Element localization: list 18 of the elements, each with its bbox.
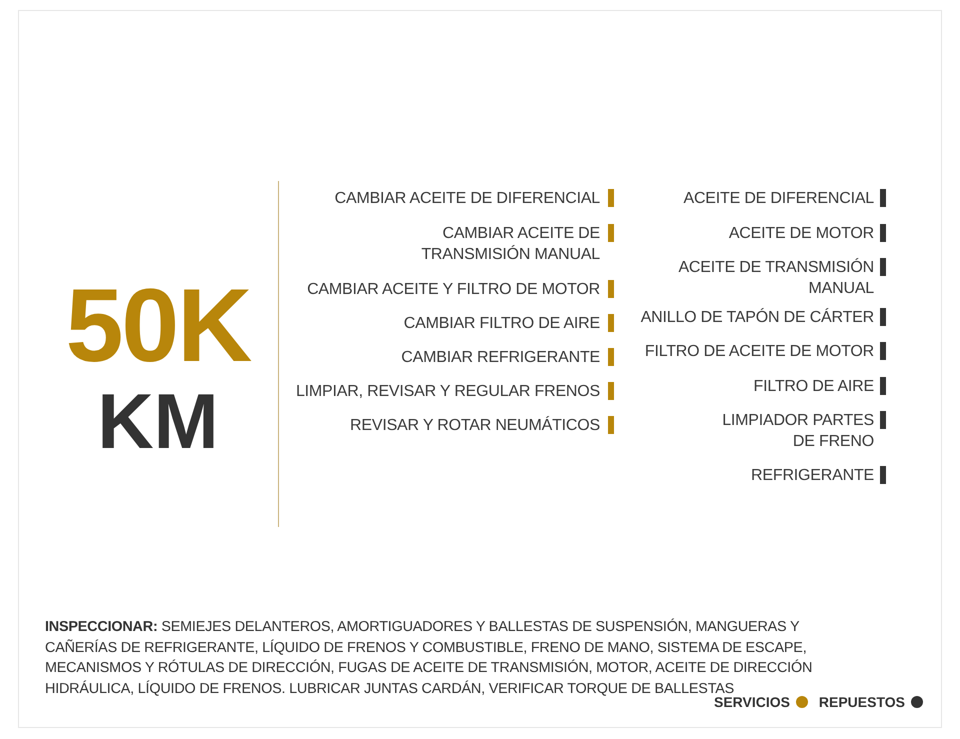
list-item-text: ACEITE DE MOTOR bbox=[728, 224, 874, 244]
list-item-text: CAMBIAR ACEITE DE TRANSMISIÓN MANUAL bbox=[420, 224, 600, 265]
legend-label: REPUESTOS bbox=[818, 693, 905, 711]
list-item-text: FILTRO DE ACEITE DE MOTOR bbox=[644, 342, 874, 362]
list-item-text: CAMBIAR ACEITE DE DIFERENCIAL bbox=[334, 189, 600, 209]
list-item-text: LIMPIAR, REVISAR Y REGULAR FRENOS bbox=[294, 382, 600, 402]
list-item-text: LIMPIADOR PARTES DE FRENO bbox=[721, 411, 874, 452]
list-item-text: REVISAR Y ROTAR NEUMÁTICOS bbox=[349, 415, 600, 436]
unit-heading: KM bbox=[96, 381, 220, 461]
list-item-text: CAMBIAR REFRIGERANTE bbox=[400, 348, 600, 368]
list-item-text: FILTRO DE AIRE bbox=[752, 377, 874, 397]
list-item-text: ACEITE DE TRANSMISIÓN MANUAL bbox=[677, 257, 874, 299]
list-item-text: ACEITE DE DIFERENCIAL bbox=[682, 189, 874, 209]
list-item-text: CAMBIAR ACEITE Y FILTRO DE MOTOR bbox=[306, 280, 600, 300]
list-item-text: ANILLO DE TAPÓN DE CÁRTER bbox=[640, 307, 874, 328]
mileage-heading: 50K bbox=[64, 271, 252, 381]
list-item-text: CAMBIAR FILTRO DE AIRE bbox=[402, 314, 600, 334]
list-item-text: REFRIGERANTE bbox=[750, 466, 874, 486]
